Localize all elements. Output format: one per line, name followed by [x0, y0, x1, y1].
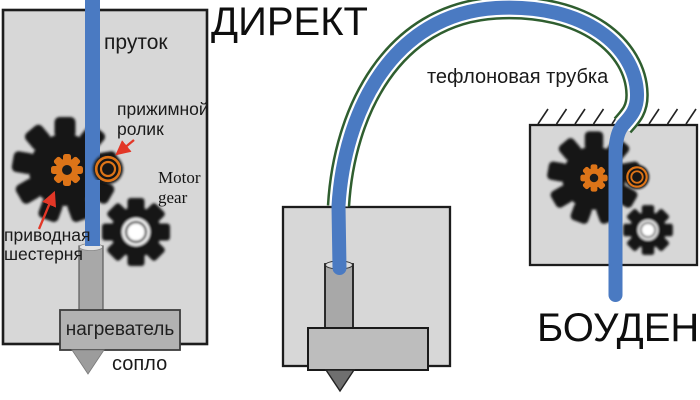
idler-roller-label: прижимной ролик: [117, 99, 209, 140]
drive-gear-pinion-left: [51, 154, 83, 186]
heater-block-middle: [307, 327, 429, 371]
ptfe-tube-label: тефлоновая трубка: [427, 66, 609, 88]
filament-bowden: [331, 0, 644, 302]
heater-label: нагреватель: [65, 319, 175, 341]
heater-block-left: [59, 309, 181, 351]
nozzle-label: сопло: [112, 353, 168, 375]
motor-gear-right: [623, 205, 673, 255]
filament-left-lower: [85, 180, 100, 246]
direct-title: ДИРЕКТ: [211, 0, 368, 44]
nozzle-left: [71, 349, 105, 375]
bowden-title: БОУДЕН: [537, 306, 700, 350]
motor-gear-label: Motor gear: [158, 168, 201, 208]
nozzle-middle: [324, 369, 356, 393]
filament-label: пруток: [104, 31, 168, 54]
drive-gear-arrow: [37, 190, 57, 230]
drive-gear-label: приводная шестерня: [4, 225, 91, 265]
idler-roller-right: [624, 164, 650, 190]
idler-roller-arrow: [115, 139, 135, 156]
idler-roller-left: [93, 154, 123, 184]
motor-gear-left: [102, 198, 170, 266]
drive-gear-pinion-right: [580, 164, 608, 192]
